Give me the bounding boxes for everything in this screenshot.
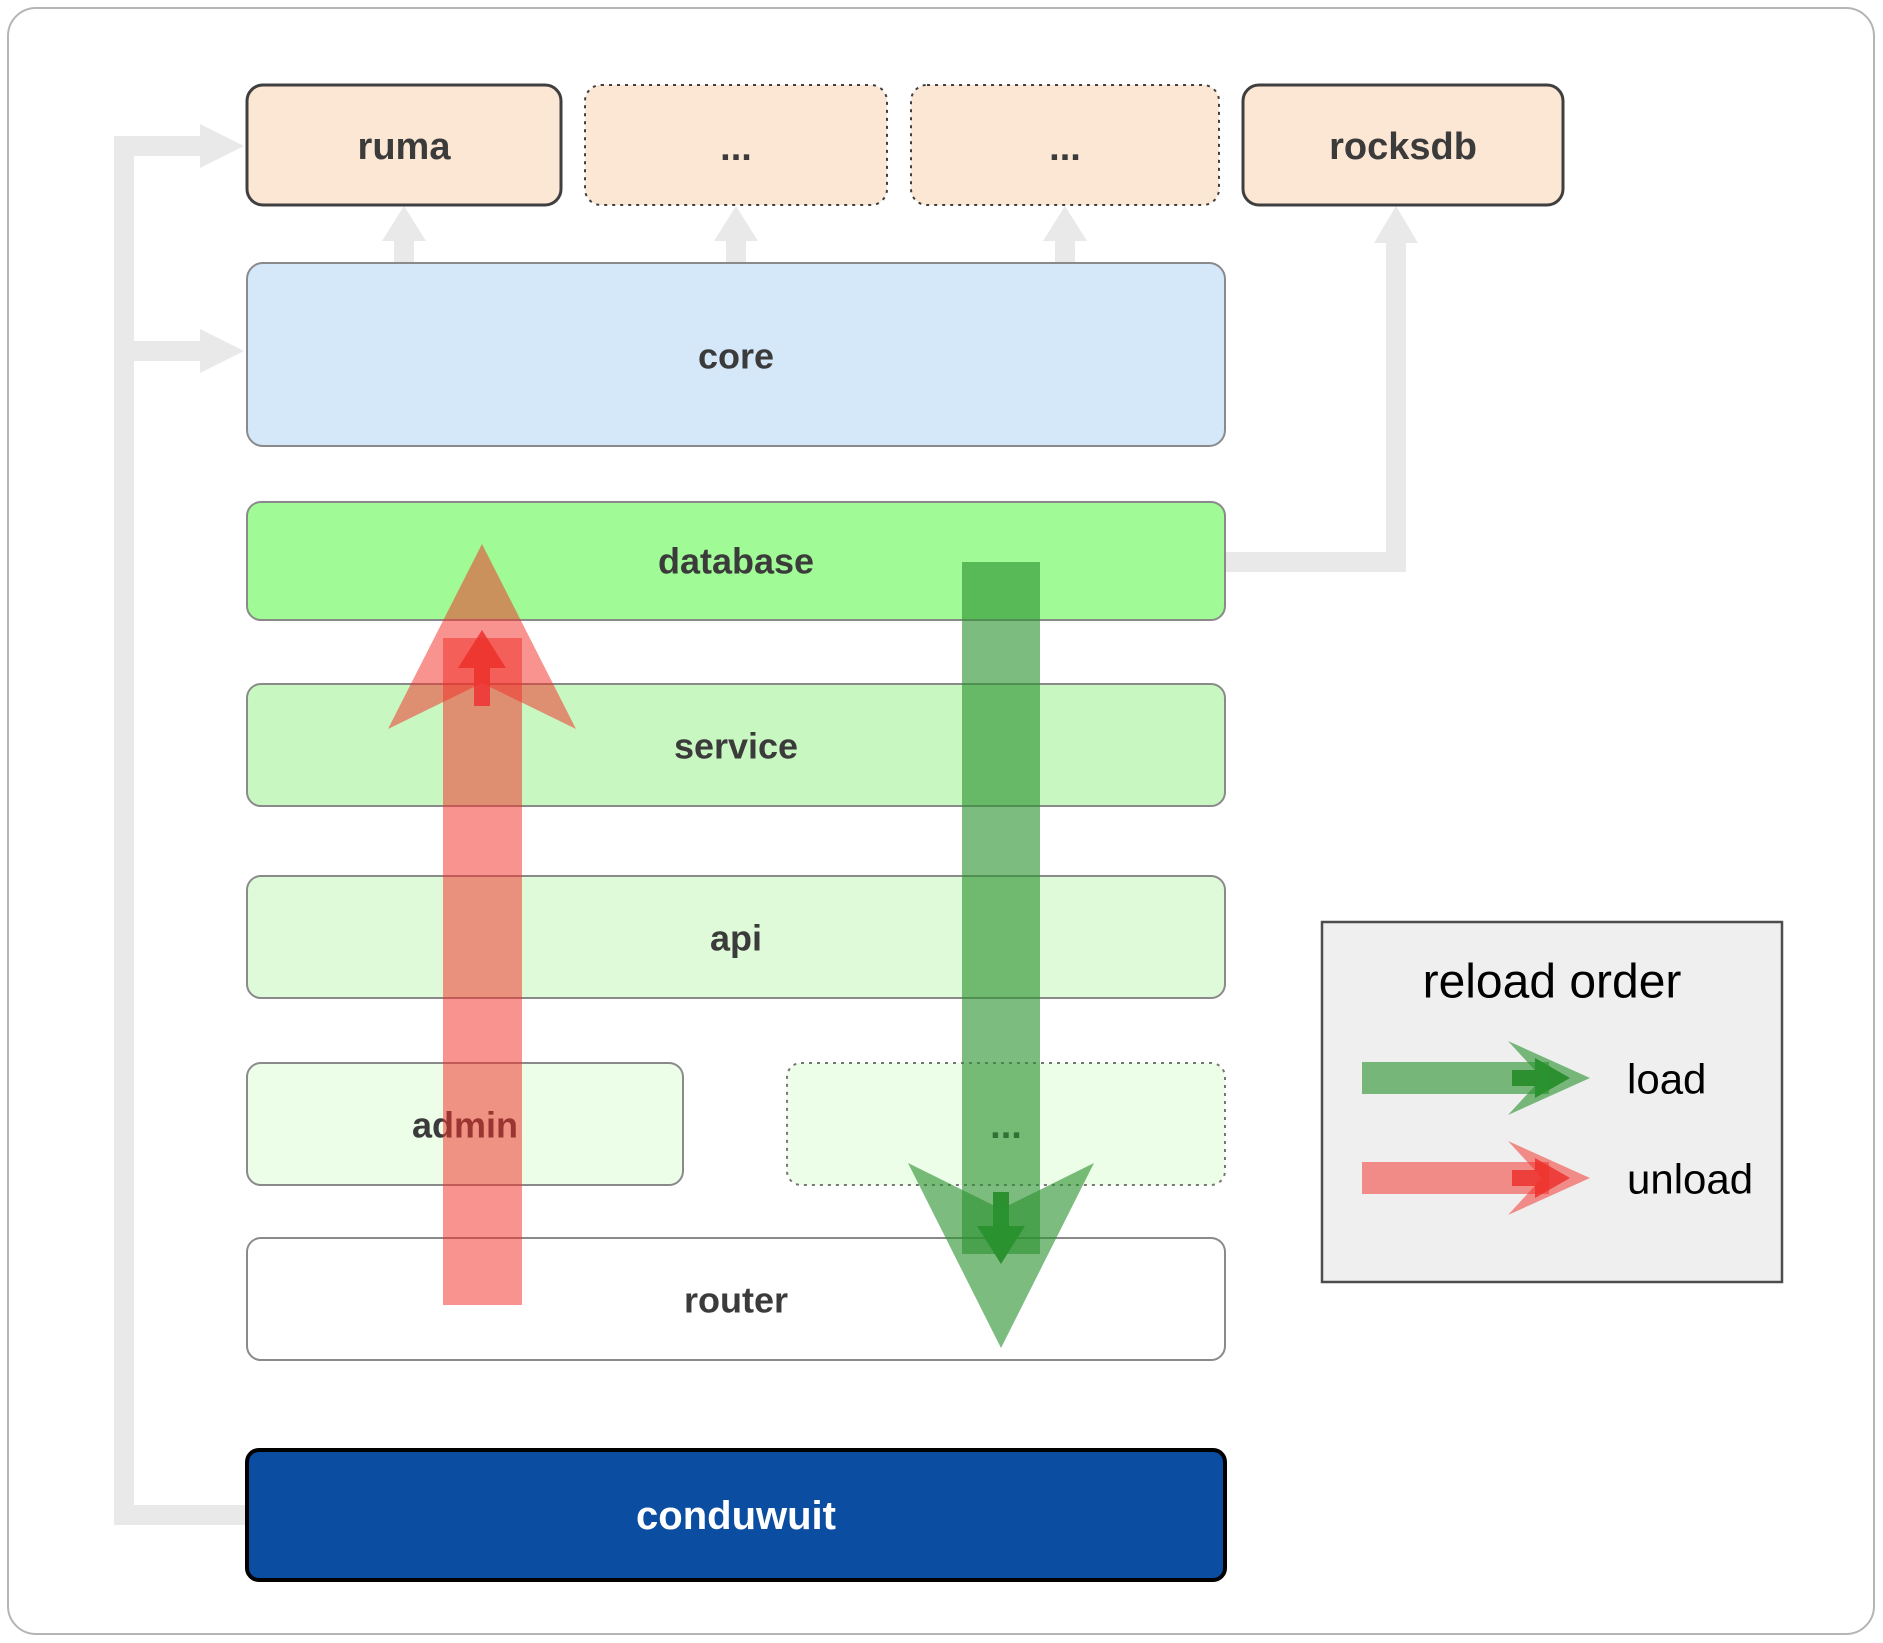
legend-unload-head-icon [1508, 1141, 1590, 1215]
connectors-core-to-top-row [382, 206, 1087, 264]
label-database: database [658, 541, 814, 582]
load-arrow-shaft [962, 562, 1040, 1254]
unload-arrow-shaft [443, 638, 522, 1305]
connector-conduwuit-to-ruma [114, 136, 252, 1525]
load-arrow [908, 562, 1094, 1348]
legend-unload-arrow-icon [1362, 1141, 1590, 1215]
label-ellipsis-top-2: ... [1049, 127, 1081, 169]
connector-conduwuit-loop [114, 124, 252, 1525]
legend-box [1320, 920, 1784, 1284]
arrowhead-into-core-icon [200, 329, 244, 373]
label-ruma: ruma [358, 126, 452, 168]
label-service: service [674, 726, 798, 767]
node-ellipsis-top-1 [584, 84, 888, 206]
label-router: router [684, 1280, 788, 1321]
label-conduwuit: conduwuit [636, 1494, 836, 1538]
arrowhead-into-rocksdb-icon [1374, 206, 1418, 243]
connector-database-to-rocksdb [1222, 206, 1418, 572]
label-rocksdb: rocksdb [1329, 126, 1477, 168]
legend-title: reload order [1423, 956, 1682, 1009]
top-row [245, 83, 1565, 207]
node-core [246, 262, 1226, 447]
legend: reload order load unload [1320, 920, 1784, 1284]
connector-database-rocksdb-elbow [1222, 243, 1406, 572]
load-arrowhead-icon [908, 1163, 1094, 1348]
legend-load-head-icon [1508, 1041, 1590, 1115]
legend-load-shaft [1362, 1062, 1549, 1094]
arrowhead-into-ruma-icon [200, 124, 244, 168]
legend-load-arrow-icon [1362, 1041, 1590, 1115]
node-conduwuit [245, 1448, 1227, 1582]
label-ellipsis-top-1: ... [720, 127, 752, 169]
unload-arrowhead-icon [388, 544, 576, 729]
legend-unload-shaft [1362, 1162, 1549, 1194]
arrowhead-core-ellipsis2-icon [1043, 206, 1087, 241]
outer-frame [7, 7, 1875, 1635]
legend-unload-label: unload [1627, 1156, 1753, 1203]
legend-load-label: load [1627, 1056, 1706, 1103]
arrowhead-core-ellipsis1-icon [714, 206, 758, 241]
label-api: api [710, 918, 762, 959]
unload-arrow [388, 544, 576, 1305]
label-core: core [698, 336, 774, 377]
node-ruma [245, 83, 563, 207]
arrowhead-core-ruma-icon [382, 206, 426, 241]
node-ellipsis-top-2 [910, 84, 1220, 206]
node-rocksdb [1241, 83, 1565, 207]
